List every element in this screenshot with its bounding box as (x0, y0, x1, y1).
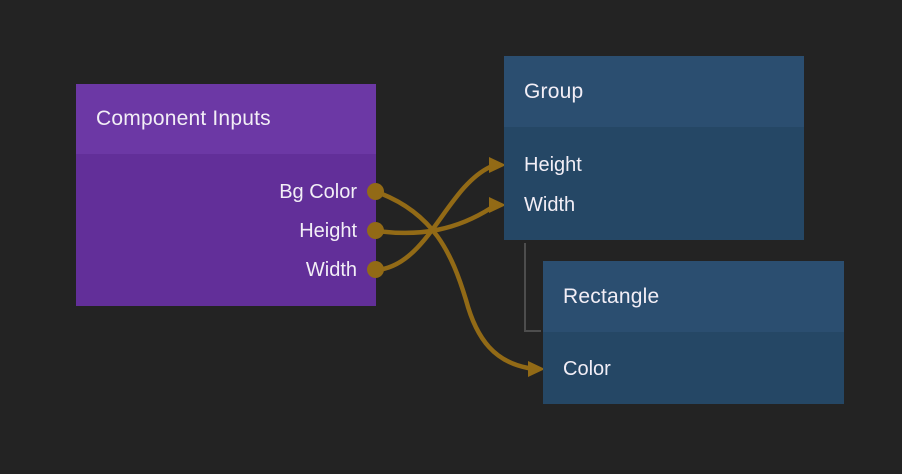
output-port-dot-icon[interactable] (367, 222, 384, 239)
arrowhead-icon (489, 197, 506, 213)
output-port-height[interactable]: Height (299, 216, 384, 246)
node-group[interactable]: Group Height Width (504, 56, 804, 240)
port-label: Width (524, 193, 576, 216)
node-title: Rectangle (563, 284, 660, 308)
node-header[interactable]: Group (504, 56, 804, 127)
input-port-height[interactable]: Height (524, 150, 582, 180)
output-port-dot-icon[interactable] (367, 261, 384, 278)
node-body: Bg Color Height Width (76, 154, 384, 306)
port-label: Height (299, 219, 357, 242)
output-port-dot-icon[interactable] (367, 183, 384, 200)
node-title: Group (524, 79, 584, 103)
node-body: Height Width (504, 127, 804, 240)
port-label: Color (563, 357, 611, 380)
port-label: Height (524, 153, 582, 176)
connection-width-to-height[interactable] (374, 157, 506, 273)
connection-bgcolor-to-color[interactable] (374, 189, 545, 377)
port-label: Bg Color (279, 180, 357, 203)
output-port-width[interactable]: Width (305, 255, 384, 285)
connection-height-to-width[interactable] (374, 197, 506, 236)
node-title: Component Inputs (96, 107, 271, 130)
port-label: Width (305, 258, 357, 281)
arrowhead-icon (528, 361, 545, 377)
output-port-bg-color[interactable]: Bg Color (279, 177, 384, 207)
node-header[interactable]: Rectangle (543, 261, 844, 332)
node-rectangle[interactable]: Rectangle Color (543, 261, 844, 404)
node-body: Color (543, 332, 844, 404)
hierarchy-line-group-rectangle (524, 243, 541, 332)
node-component-inputs[interactable]: Component Inputs Bg Color Height Width (76, 84, 384, 306)
input-port-color[interactable]: Color (563, 354, 611, 384)
arrowhead-icon (489, 157, 506, 173)
node-header[interactable]: Component Inputs (76, 84, 376, 154)
input-port-width[interactable]: Width (524, 190, 575, 220)
